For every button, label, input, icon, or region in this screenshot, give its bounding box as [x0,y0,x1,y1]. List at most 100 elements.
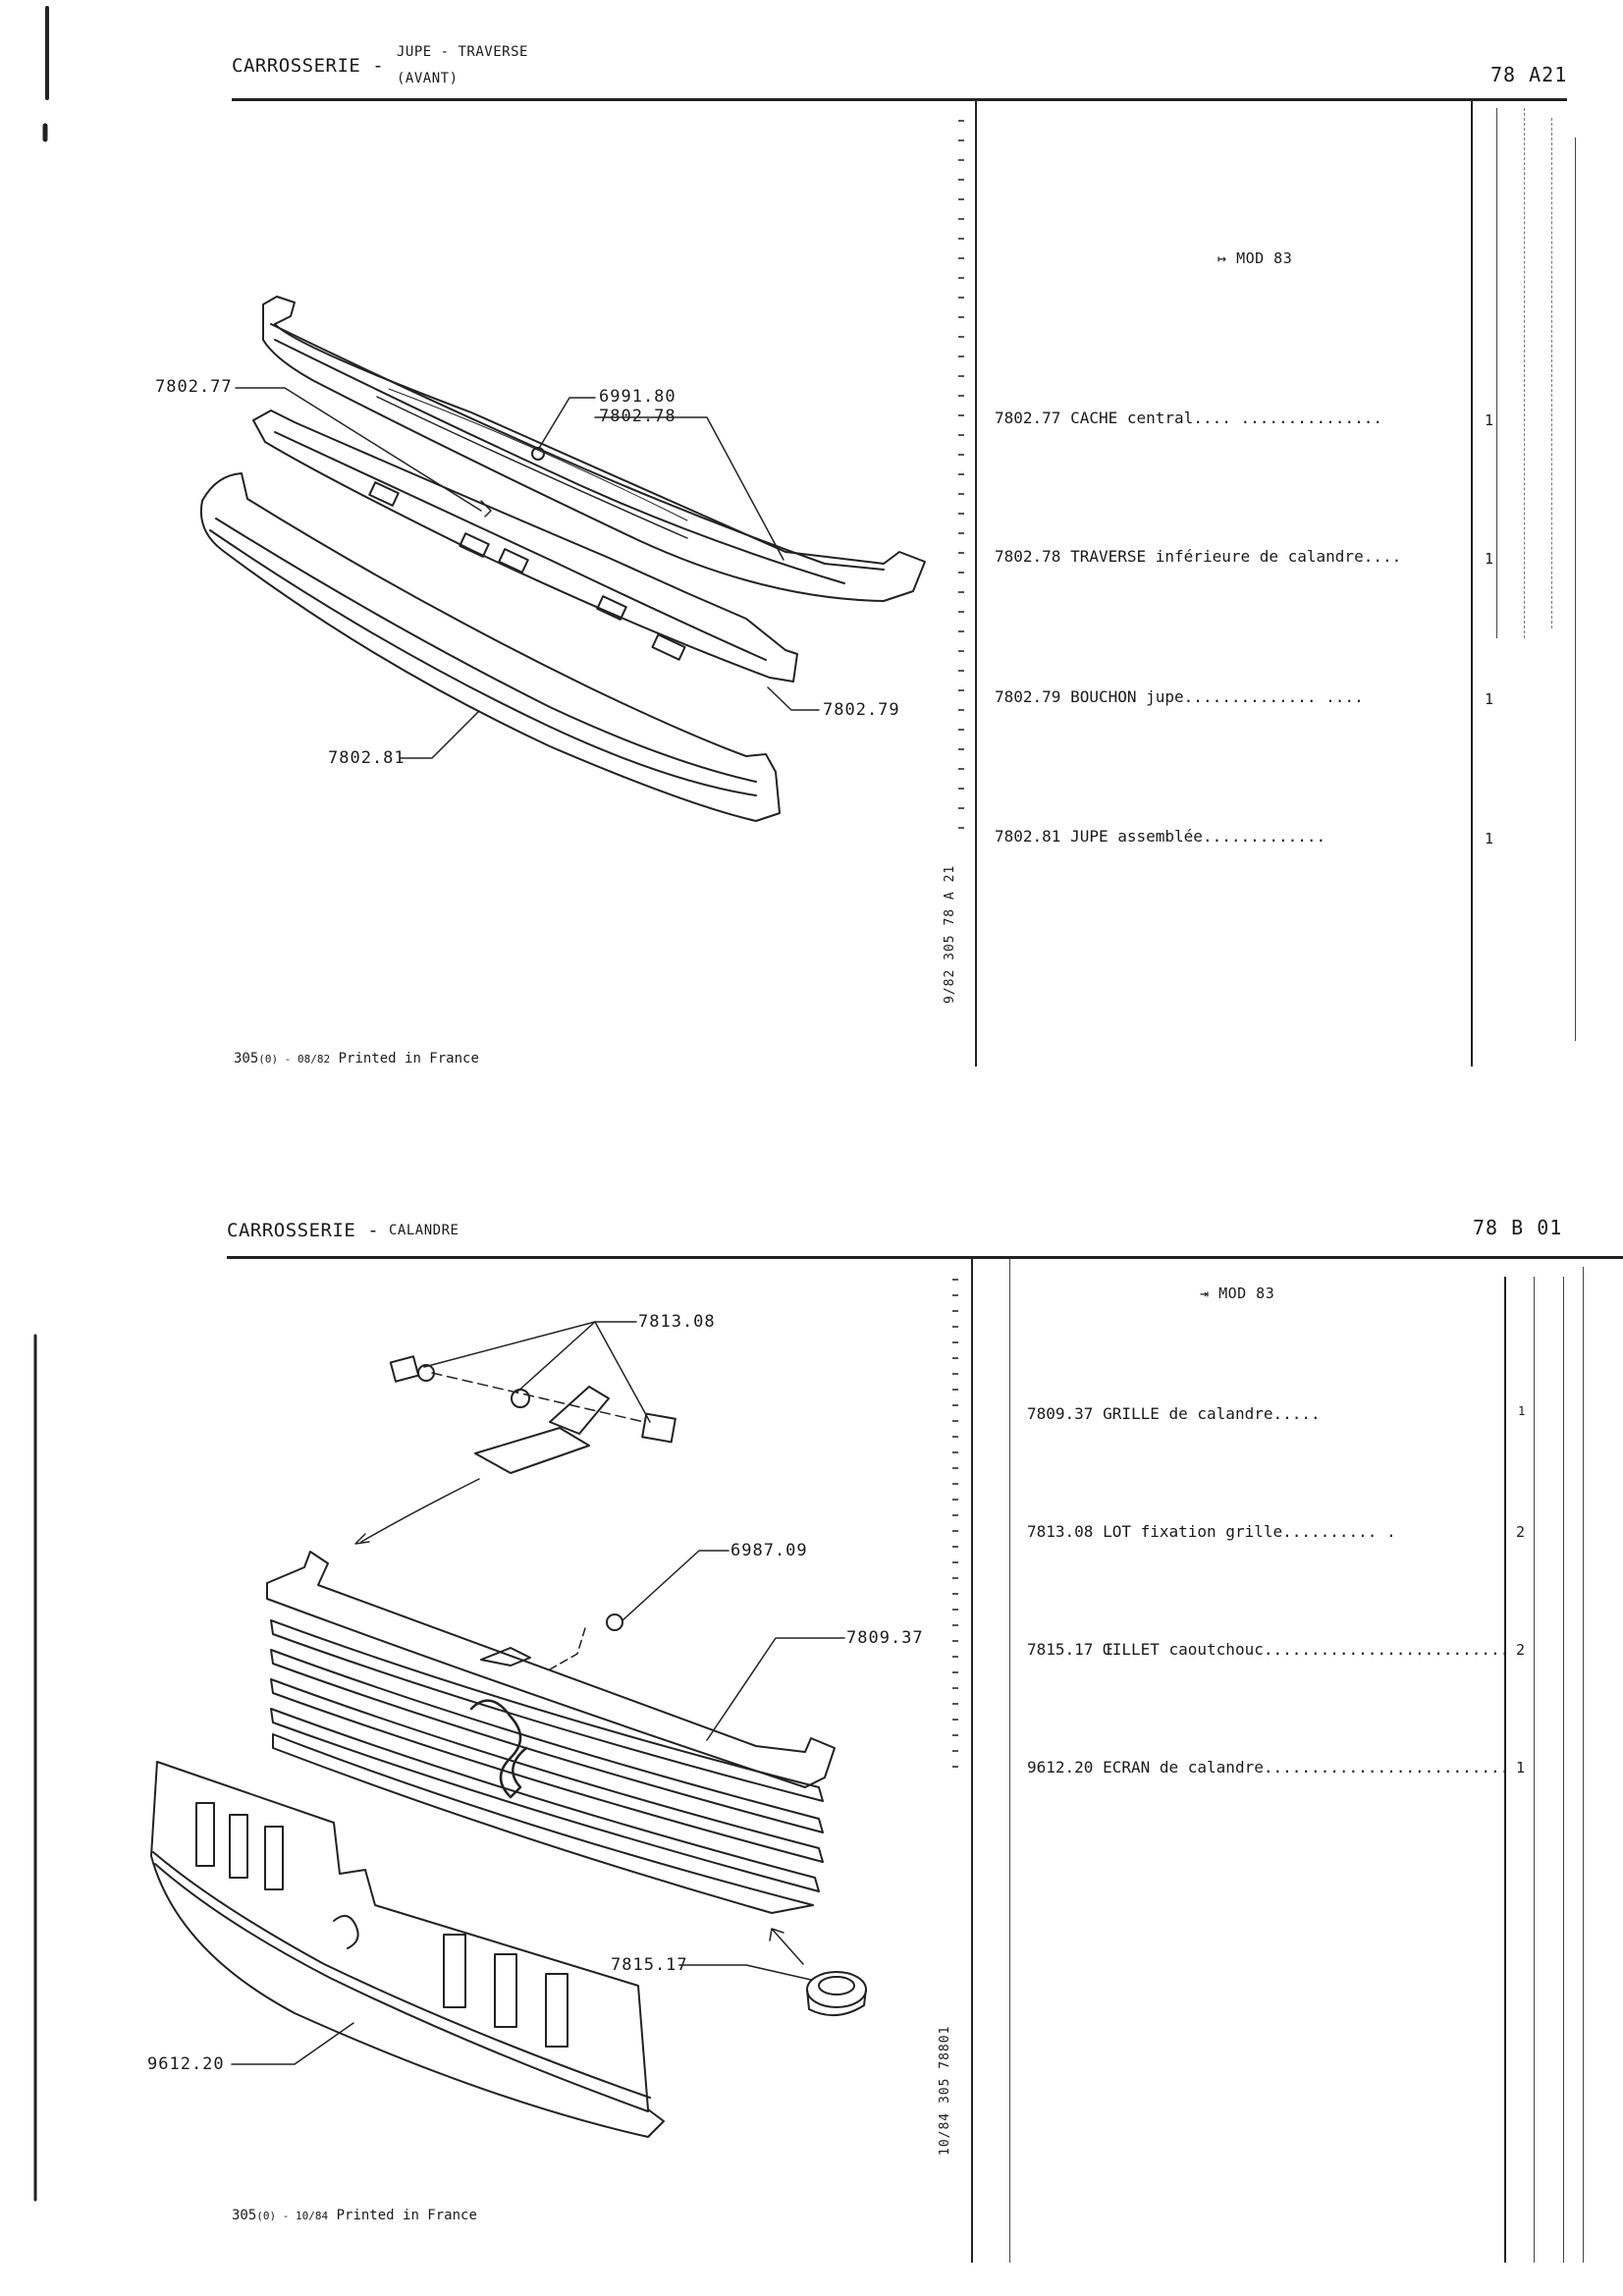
top-edge-line [1575,137,1576,1041]
part-ref: 7802.77 [995,409,1061,427]
top-qty-divider [1471,100,1473,1066]
index-tick [958,611,964,613]
callout-label: 7815.17 [611,1955,688,1975]
index-tick [952,1294,958,1296]
bottom-list-item: 7815.17 ŒILLET caoutchouc...............… [1027,1640,1509,1659]
top-header-rule [232,98,1567,101]
index-tick [952,1341,958,1343]
part-name: ŒILLET caoutchouc [1103,1640,1264,1659]
top-footer: 305(0) - 08/82 Printed in France [234,1051,479,1066]
bottom-header-title: CARROSSERIE - [227,1220,380,1241]
top-list-item: 7802.79 BOUCHON jupe.............. .... [995,687,1364,706]
callout-label: 7802.81 [328,748,406,768]
index-tick [952,1326,958,1328]
index-tick [952,1703,958,1705]
index-tick [958,650,964,652]
top-mod-label: MOD 83 [1236,249,1293,267]
index-tick [952,1750,958,1752]
index-tick [958,395,964,397]
footer-printed: Printed in France [336,2208,477,2223]
bottom-column-divider-2 [1009,1259,1010,2263]
callout-label: 7802.78 [599,407,676,426]
top-list-item: 7802.81 JUPE assemblée............. [995,827,1325,846]
index-tick [952,1671,958,1673]
index-tick [958,729,964,731]
index-tick [952,1624,958,1626]
part-qty: 1 [1516,1759,1526,1777]
callout-leaders [231,1321,845,2065]
index-tick [952,1514,958,1516]
bottom-footer: 305(0) - 10/84 Printed in France [232,2208,477,2223]
top-list-item: 7802.77 CACHE central.... ..............… [995,409,1382,427]
callout-label: 7802.77 [155,377,233,397]
top-page-reference: 78 A21 [1490,63,1568,86]
fixation-kit-drawing [354,1355,676,1545]
index-tick [952,1451,958,1453]
callout-label: 7802.79 [823,700,900,720]
callout-label: 7809.37 [846,1628,924,1648]
index-tick [952,1420,958,1422]
index-tick [952,1734,958,1736]
jupe-drawing [200,472,781,822]
part-name: JUPE assemblée [1070,827,1203,846]
index-tick [958,434,964,436]
bottom-page-reference: 78 B 01 [1473,1216,1563,1239]
bottom-mod-marker: ⇥ MOD 83 [1200,1285,1274,1302]
index-tick [958,493,964,495]
part-qty: 1 [1485,550,1494,568]
index-tick [952,1577,958,1579]
bottom-column-divider [971,1259,973,2263]
index-tick [958,414,964,416]
leader-dots: .............. .... [1183,687,1364,706]
top-header-subtitle: JUPE - TRAVERSE [397,44,528,60]
index-tick [952,1436,958,1438]
ecran-drawing [150,1761,665,2138]
part-name: BOUCHON jupe [1070,687,1184,706]
top-qty-line-dashed-2 [1551,118,1552,629]
index-tick [958,591,964,593]
index-tick [952,1389,958,1391]
part-ref: 9612.20 [1027,1758,1094,1777]
part-name: GRILLE de calandre [1103,1404,1273,1423]
index-tick [958,788,964,790]
callout-label: 6991.80 [599,387,676,407]
top-qty-line [1496,108,1497,638]
screw-6991-80 [531,447,545,461]
footer-model: 305 [234,1051,259,1066]
index-tick [958,277,964,279]
oeillet-drawing [769,1928,867,2016]
index-tick [958,709,964,711]
part-name: CACHE central [1070,409,1194,427]
index-tick [958,630,964,632]
footer-model: 305 [232,2208,257,2223]
index-tick [958,139,964,141]
bottom-mod-label: MOD 83 [1218,1285,1275,1302]
top-qty-line-dashed [1524,108,1525,638]
index-tick [952,1279,958,1281]
index-tick [958,827,964,829]
part-name: ECRAN de calandre [1103,1758,1264,1777]
part-qty: 2 [1516,1523,1526,1541]
top-list-item: 7802.78 TRAVERSE inférieure de calandre.… [995,547,1401,566]
index-tick [958,336,964,338]
index-tick [952,1719,958,1721]
footer-date: (0) - 08/82 [258,1053,331,1066]
index-tick [958,513,964,515]
bottom-edge-line [1583,1267,1584,2263]
bottom-qty-line-2 [1563,1277,1564,2263]
part-ref: 7802.78 [995,547,1061,566]
lion-emblem-icon [469,1699,528,1799]
index-tick [952,1561,958,1563]
index-tick [952,1499,958,1501]
index-tick [952,1373,958,1375]
index-tick [958,572,964,574]
index-tick [958,316,964,318]
index-tick [958,552,964,554]
bottom-list-item: 7809.37 GRILLE de calandre..... [1027,1404,1321,1423]
index-tick [958,179,964,181]
grille-drawing [266,1551,836,1914]
top-column-divider [975,100,977,1066]
index-tick [958,238,964,240]
part-qty: 1 [1485,830,1494,847]
